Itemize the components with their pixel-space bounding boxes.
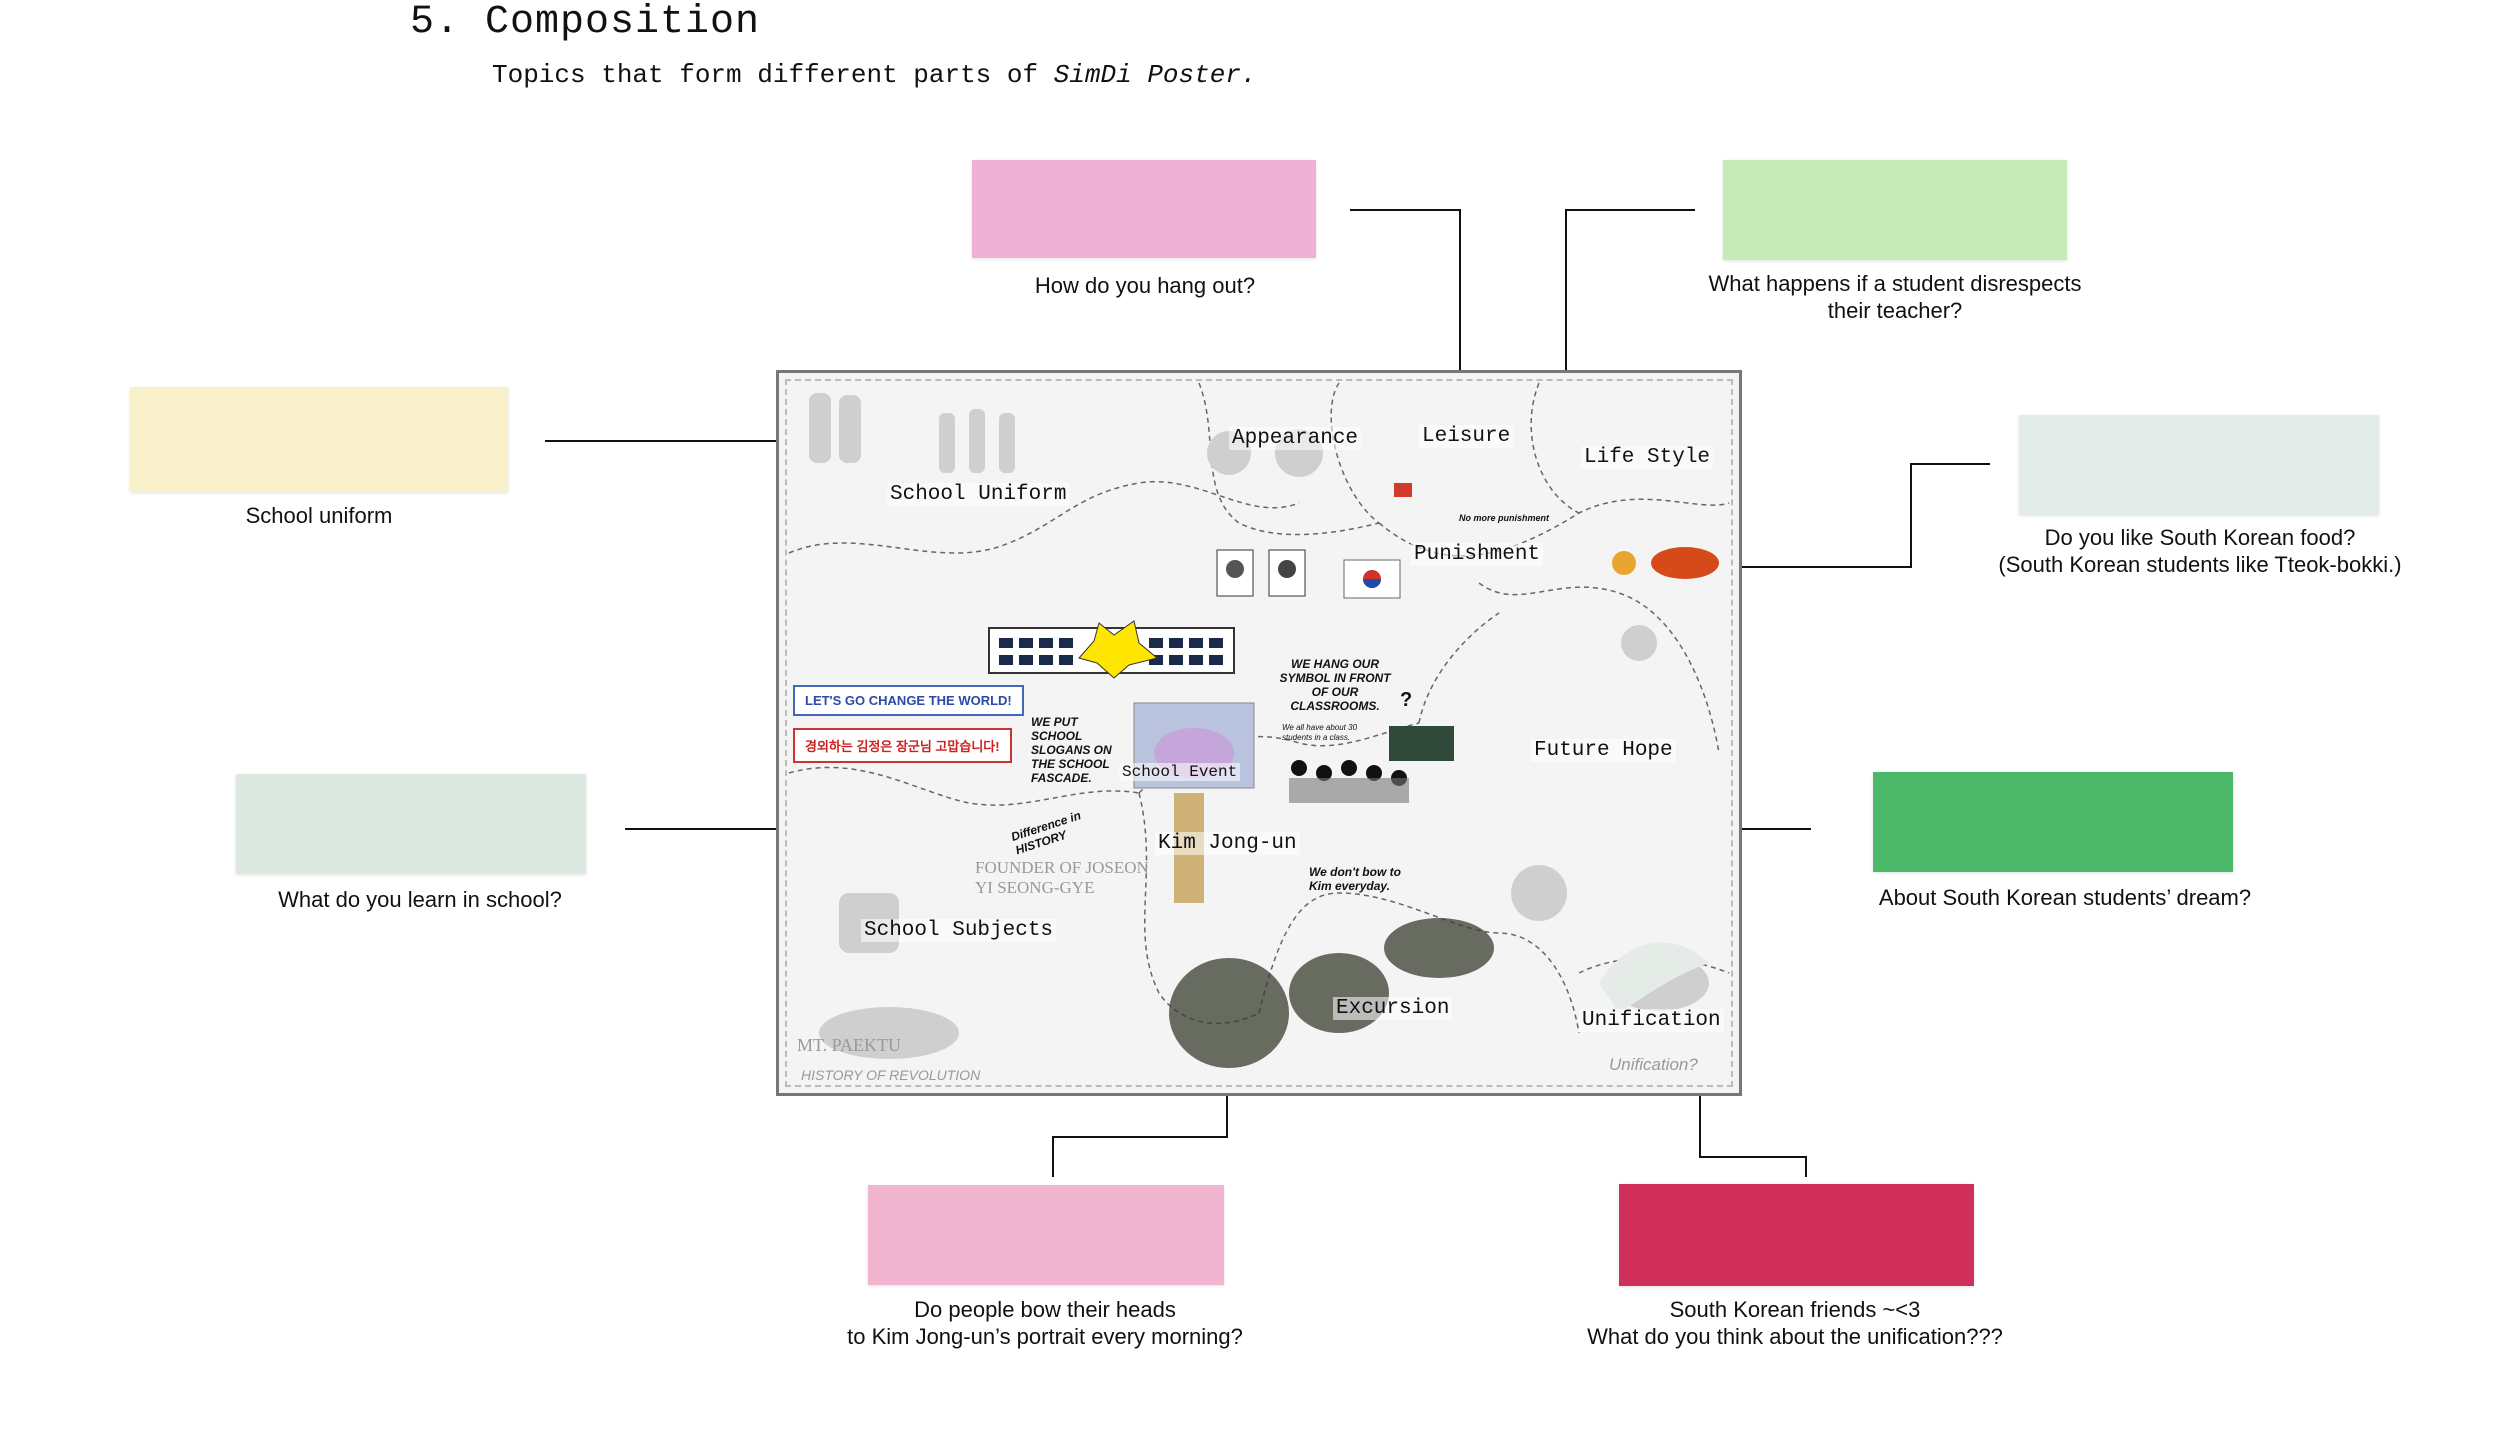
sticky-note-disrespect [1723,160,2067,260]
caption-bow: Do people bow their heads to Kim Jong-un… [847,1297,1243,1349]
connector-food [1720,463,1990,575]
sticky-note-learn [236,774,586,874]
poster-label-school-subjects: School Subjects [861,919,1057,942]
section-subtitle: Topics that form different parts of SimD… [492,60,1257,90]
caption-food: Do you like South Korean food? (South Ko… [1998,525,2402,577]
caption-learn: What do you learn in school? [278,887,562,912]
connector-hangout [1350,209,1468,404]
poster-text-founder: FOUNDER OF JOSEON YI SEONG-GYE [975,858,1149,897]
poster-text-history-revolution: HISTORY OF REVOLUTION [801,1067,981,1083]
poster-artwork [788,382,1730,1068]
poster-text-dont-bow: We don't bow to Kim everyday. [1309,865,1401,893]
poster-text-students-in-class: We all have about 30 students in a class… [1282,723,1358,742]
school-building-illustration [988,620,1235,679]
caption-unification: South Korean friends ~<3 What do you thi… [1587,1297,2003,1349]
caption-hangout: How do you hang out? [1034,273,1256,298]
poster-label-school-event: School Event [1119,763,1241,781]
poster-label-leisure: Leisure [1419,425,1514,448]
connector-unification [1692,1074,1807,1177]
poster-frame [785,379,1733,1087]
poster-label-school-uniform: School Uniform [887,483,1070,506]
poster-name: SimDi Poster. [1053,60,1257,90]
poster-text-mt-paektu: MT. PAEKTU [797,1035,902,1055]
poster-text-question-mark: ? [1400,689,1413,711]
sticky-note-unification [1619,1184,1974,1286]
poster-text-slogans: WE PUT SCHOOL SLOGANS ON THE SCHOOL FASC… [1031,715,1112,785]
poster-text-no-more-punishment: No more punishment [1459,513,1550,523]
poster-label-kim-jong-un: Kim Jong-un [1155,832,1300,855]
sticky-note-bow [868,1185,1224,1285]
caption-dream: About South Korean students’ dream? [1878,885,2252,910]
sticky-note-hangout [972,160,1316,258]
sticky-note-food [2019,415,2379,515]
sticky-note-uniform [130,387,508,492]
section-heading: 5. Composition [410,0,761,45]
slogan-english: LET'S GO CHANGE THE WORLD! [793,685,1024,716]
poster-label-future-hope: Future Hope [1531,739,1676,762]
poster-text-hang-symbol: WE HANG OUR SYMBOL IN FRONT OF OUR CLASS… [1279,657,1391,713]
poster-label-appearance: Appearance [1229,427,1362,450]
caption-disrespect: What happens if a student disrespects th… [1708,271,2082,323]
poster-label-punishment: Punishment [1411,543,1544,566]
slogan-korean: 경외하는 김정은 장군님 고맙습니다! [793,728,1012,763]
poster-label-life-style: Life Style [1581,446,1714,469]
caption-uniform: School uniform [245,503,393,528]
sticky-note-dream [1873,772,2233,872]
poster-text-unification-q: Unification? [1609,1055,1698,1074]
poster-label-excursion: Excursion [1333,997,1453,1020]
poster-label-unification: Unification [1579,1009,1724,1032]
simdi-poster: Appearance Leisure Life Style School Uni… [776,370,1742,1096]
